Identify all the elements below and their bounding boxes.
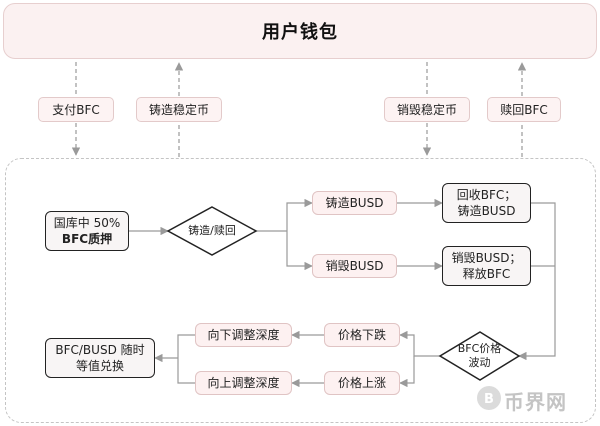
fluct-label: BFC价格 波动 — [457, 342, 502, 369]
split-to-burn — [286, 231, 313, 271]
label-burn-stable: 销毁稳定币 — [384, 97, 470, 122]
label-redeem-bfc: 赎回BFC — [487, 97, 561, 122]
price-down-node: 价格下跌 — [324, 323, 400, 347]
adjust-down-node: 向下调整深度 — [195, 323, 292, 347]
fluct-diamond — [438, 331, 521, 381]
exchange-node: BFC/BUSD 随时 等值兑换 — [45, 338, 155, 378]
result-mint-node: 回收BFC； 铸造BUSD — [442, 183, 531, 223]
mint-redeem-label: 铸造/赎回 — [188, 224, 236, 237]
watermark-logo — [477, 386, 501, 410]
watermark: 币界网 — [504, 390, 567, 414]
collateral-node: 国库中 50% BFC质押 — [45, 211, 129, 251]
label-pay-bfc: 支付BFC — [38, 97, 114, 122]
svg-text:B: B — [484, 392, 494, 407]
mint-redeem-diamond — [166, 206, 258, 256]
adjust-to-exchange — [177, 334, 195, 384]
price-up-node: 价格上涨 — [324, 371, 400, 395]
label-mint-stable: 铸造稳定币 — [136, 97, 222, 122]
process-region — [5, 158, 596, 423]
result-burn-node: 销毁BUSD； 释放BFC — [442, 246, 531, 286]
split-to-mint — [286, 198, 313, 231]
user-wallet: 用户钱包 — [3, 3, 597, 59]
results-to-fluct — [518, 202, 556, 361]
burn-busd-node: 销毁BUSD — [312, 254, 397, 278]
fluct-to-up — [399, 356, 415, 388]
wallet-title: 用户钱包 — [262, 22, 338, 43]
adjust-up-node: 向上调整深度 — [195, 371, 292, 395]
fluct-to-down — [399, 330, 440, 357]
mint-busd-node: 铸造BUSD — [312, 191, 397, 215]
